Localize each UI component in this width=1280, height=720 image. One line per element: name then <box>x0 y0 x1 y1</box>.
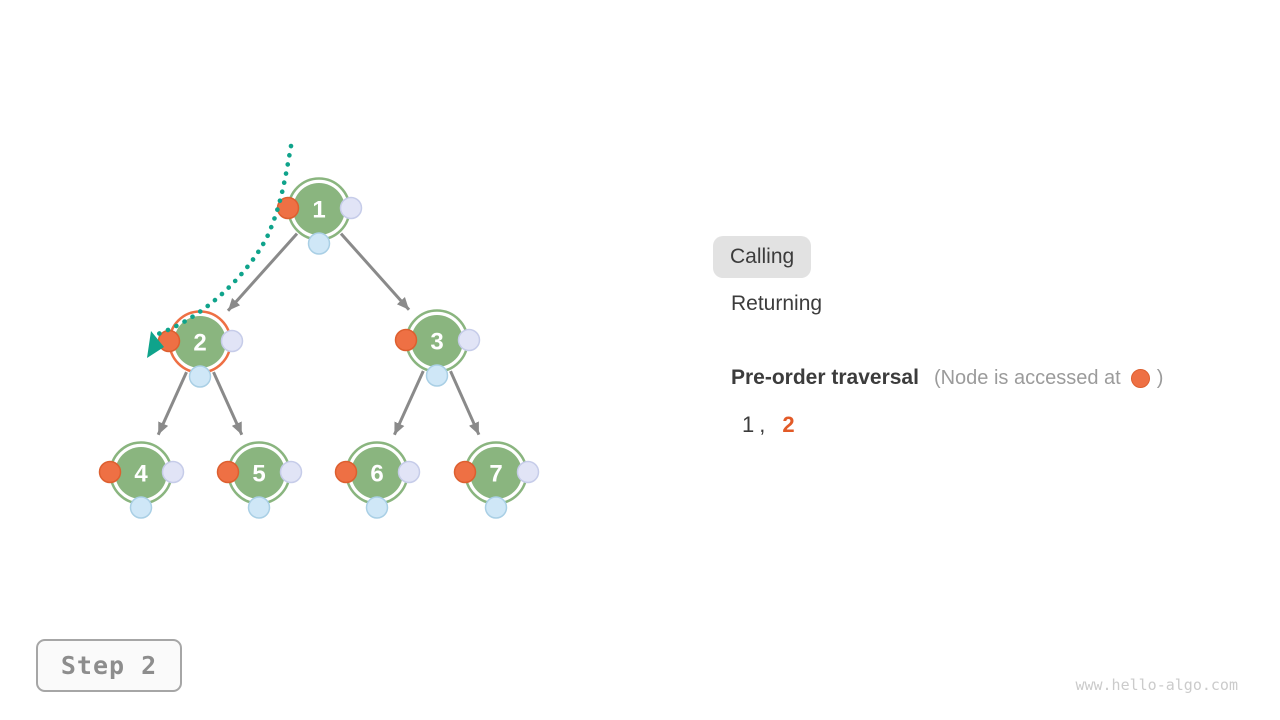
traversal-sequence: 1,2 <box>731 412 1163 438</box>
traversal-trace-path <box>155 143 294 337</box>
visited-dot-icon <box>307 232 331 255</box>
traversal-note-prefix: (Node is accessed at <box>933 366 1121 389</box>
tree-edge-3-6 <box>393 370 425 436</box>
tree-node-4: 4 <box>98 441 185 519</box>
legend-item-returning[interactable]: Returning <box>731 292 823 315</box>
returning-dot-icon <box>516 460 540 484</box>
returning-dot-icon <box>339 196 363 220</box>
node-circle <box>470 447 522 499</box>
node-circle <box>411 315 463 367</box>
tree-edge-3-7 <box>449 370 481 436</box>
tree-edge-1-2 <box>226 232 299 312</box>
tree-node-7: 7 <box>453 441 540 519</box>
returning-dot-icon <box>220 329 244 353</box>
legend-item-calling[interactable]: Calling <box>713 236 812 278</box>
watermark: www.hello-algo.com <box>1075 676 1238 694</box>
legend: Calling Returning <box>713 236 822 316</box>
visited-dot-icon <box>365 496 389 519</box>
node-circle <box>174 316 226 368</box>
traversal-panel: Pre-order traversal (Node is accessed at… <box>731 366 1163 438</box>
node-value: 5 <box>252 461 265 488</box>
tree-edge-2-5 <box>212 371 244 436</box>
tree-edge-1-3 <box>339 232 411 311</box>
tree-edge-2-4 <box>156 371 188 436</box>
returning-dot-icon <box>279 460 303 484</box>
node-circle <box>115 447 167 499</box>
node-circle <box>293 183 345 235</box>
visited-dot-icon <box>129 496 153 519</box>
node-value: 3 <box>430 329 443 356</box>
calling-dot-icon <box>98 460 122 484</box>
calling-dot-icon <box>216 460 240 484</box>
tree-node-5: 5 <box>216 441 303 519</box>
node-circle <box>233 447 285 499</box>
sequence-item: 1 <box>742 412 755 437</box>
traversal-title: Pre-order traversal <box>731 366 919 389</box>
tree-node-3: 3 <box>394 309 481 387</box>
traversal-note: (Node is accessed at ) <box>934 367 1163 390</box>
tree-edges <box>156 232 481 436</box>
visited-dot-icon <box>484 496 508 519</box>
visited-dot-icon <box>188 365 212 388</box>
traversal-note-suffix: ) <box>1156 366 1164 389</box>
node-value: 4 <box>134 461 148 488</box>
returning-dot-icon <box>397 460 421 484</box>
sequence-separator: , <box>759 412 766 437</box>
calling-dot-icon <box>453 460 477 484</box>
step-label: Step 2 <box>60 651 158 680</box>
node-value: 2 <box>193 330 206 357</box>
calling-dot-icon <box>394 328 418 352</box>
returning-dot-icon <box>457 328 481 352</box>
returning-dot-icon <box>161 460 185 484</box>
node-circle <box>351 447 403 499</box>
binary-tree-figure: 1 2 3 4 <box>98 143 540 519</box>
tree-node-2-current: 2 <box>157 310 244 388</box>
node-value: 1 <box>312 197 325 224</box>
tree-node-6: 6 <box>334 441 421 519</box>
step-indicator: Step 2 <box>36 639 182 692</box>
visited-dot-icon <box>425 364 449 387</box>
calling-dot-icon <box>334 460 358 484</box>
node-value: 7 <box>489 461 502 488</box>
traversal-trace-arrowhead-icon <box>147 331 164 358</box>
visited-dot-icon <box>247 496 271 519</box>
sequence-item-current: 2 <box>782 412 795 437</box>
orange-dot-icon <box>1130 368 1150 388</box>
node-value: 6 <box>370 461 383 488</box>
